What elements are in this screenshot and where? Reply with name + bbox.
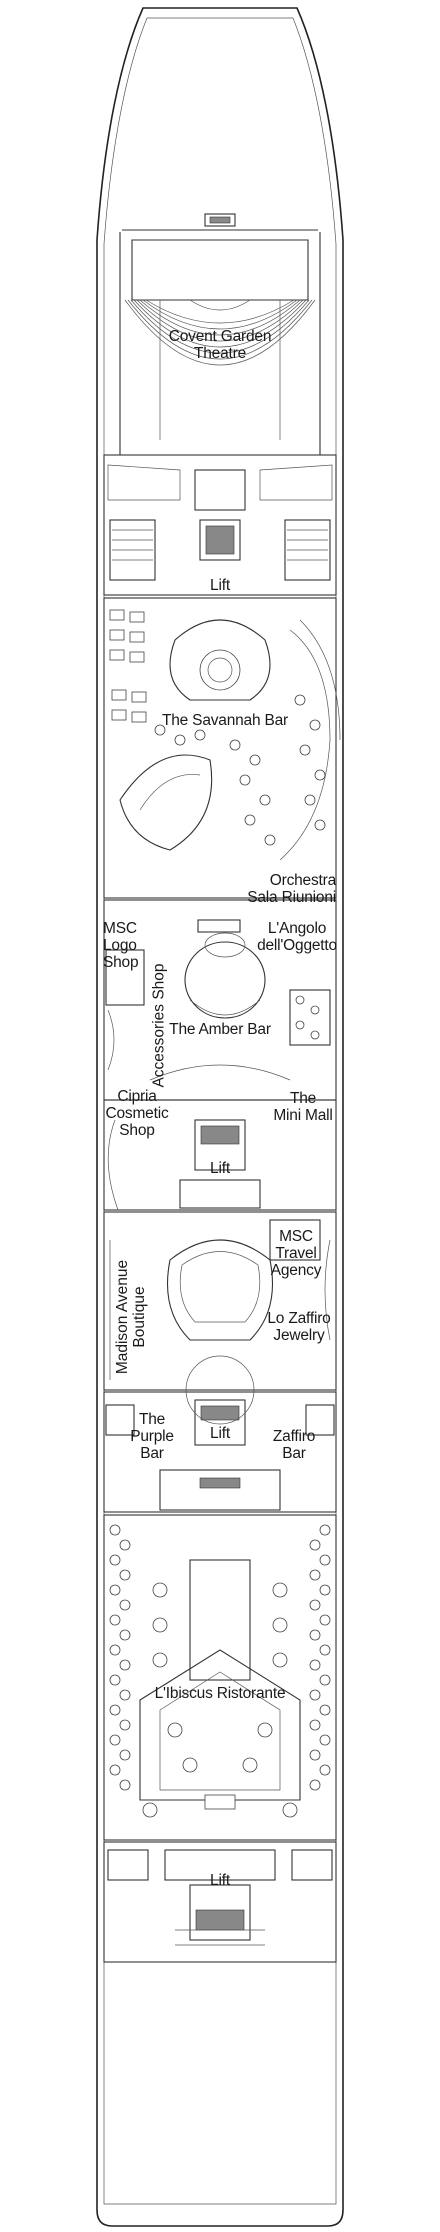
label-madison-avenue-boutique: Madison Avenue Boutique	[114, 1259, 148, 1375]
label-msc-logo-shop: MSC Logo Shop	[103, 920, 139, 971]
label-savannah-bar: The Savannah Bar	[161, 712, 289, 729]
label-ibiscus-ristorante: L'Ibiscus Ristorante	[154, 1685, 286, 1702]
bow-platform	[122, 213, 318, 231]
lift-core-4	[103, 1841, 337, 1963]
label-lo-zaffiro-jewelry: Lo Zaffiro Jewelry	[267, 1310, 331, 1344]
ristorante-area	[103, 1514, 337, 1841]
label-lift-3: Lift	[210, 1425, 230, 1442]
label-lift-2: Lift	[210, 1160, 230, 1177]
lift-core-1	[103, 454, 337, 596]
shops-mid-area	[103, 1211, 337, 1391]
label-purple-bar: The Purple Bar	[130, 1411, 174, 1462]
label-lift-4: Lift	[210, 1872, 230, 1889]
theatre-area	[119, 232, 321, 456]
label-msc-travel-agency: MSC Travel Agency	[270, 1228, 322, 1279]
savannah-bar-area	[103, 597, 341, 899]
label-lift-1: Lift	[210, 577, 230, 594]
ship-hull	[96, 7, 344, 2227]
label-zaffiro-bar: Zaffiro Bar	[272, 1428, 316, 1462]
label-covent-garden-theatre: Covent Garden Theatre	[168, 328, 272, 362]
inner-hull	[103, 17, 337, 2205]
lift-core-2	[103, 1099, 337, 1211]
label-mini-mall: The Mini Mall	[273, 1090, 333, 1124]
amber-bar-area	[103, 899, 337, 1101]
label-amber-bar: The Amber Bar	[169, 1021, 271, 1038]
label-angolo-oggetto: L'Angolo dell'Oggetto	[257, 920, 337, 954]
savannah-seating	[109, 609, 326, 846]
ristorante-tables	[109, 1524, 331, 1818]
lift-core-3	[103, 1355, 337, 1513]
label-cipria-cosmetic-shop: Cipria Cosmetic Shop	[105, 1088, 169, 1139]
label-orchestra-sala-riunioni: Orchestra Sala Riunioni	[247, 872, 336, 906]
